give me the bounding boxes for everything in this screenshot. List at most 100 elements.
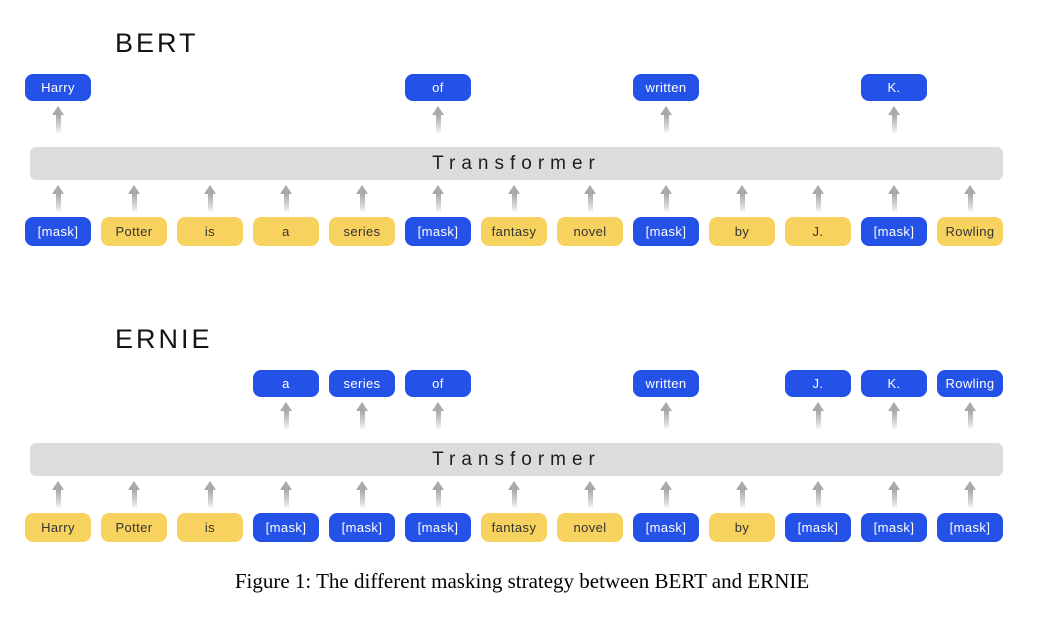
arrow-stem — [435, 489, 441, 509]
arrow-stem — [739, 489, 745, 509]
grid-cell: written — [633, 74, 699, 101]
arrow-stem — [891, 193, 897, 213]
grid-cell — [101, 401, 167, 431]
grid-cell — [177, 401, 243, 431]
up-arrow-icon — [356, 184, 368, 213]
predicted-token: series — [329, 370, 395, 397]
grid-cell: [mask] — [25, 217, 91, 246]
arrow-head — [356, 480, 368, 490]
arrow-head — [660, 480, 672, 490]
grid-cell — [481, 74, 547, 101]
grid-cell — [785, 480, 851, 509]
grid-cell: is — [177, 217, 243, 246]
arrow-stem — [283, 411, 289, 430]
arrow-head — [888, 184, 900, 194]
predicted-token: of — [405, 74, 471, 101]
arrow-head — [432, 402, 444, 411]
up-arrow-icon — [432, 402, 444, 430]
up-arrow-icon — [204, 480, 216, 509]
grid-cell — [709, 401, 775, 431]
arrow-head — [888, 480, 900, 490]
arrow-head — [432, 184, 444, 194]
grid-cell — [177, 74, 243, 101]
arrow-stem — [587, 193, 593, 213]
token-label: [mask] — [341, 520, 383, 535]
arrow-stem — [815, 193, 821, 213]
arrow-stem — [967, 411, 973, 430]
arrow-head — [736, 480, 748, 490]
grid-cell: [mask] — [633, 217, 699, 246]
arrow-stem — [967, 193, 973, 213]
arrow-stem — [663, 489, 669, 509]
token-label: J. — [812, 376, 824, 391]
arrow-stem — [131, 489, 137, 509]
arrow-head — [432, 106, 444, 115]
token-label: fantasy — [491, 224, 537, 239]
arrow-head — [888, 106, 900, 115]
arrow-stem — [131, 193, 137, 213]
up-arrow-icon — [204, 184, 216, 213]
input-token: [mask] — [937, 513, 1003, 542]
input-token: novel — [557, 217, 623, 246]
token-label: series — [343, 224, 381, 239]
transformer-label: Transformer — [432, 448, 601, 470]
arrow-stem — [283, 193, 289, 213]
token-label: is — [204, 224, 216, 239]
token-label: Potter — [115, 520, 153, 535]
arrow-head — [584, 184, 596, 194]
token-label: Harry — [41, 520, 75, 535]
grid-cell — [253, 184, 319, 213]
grid-cell: series — [329, 217, 395, 246]
grid-cell — [253, 480, 319, 509]
grid-cell: series — [329, 370, 395, 397]
up-arrow-icon — [812, 184, 824, 213]
arrow-head — [128, 184, 140, 194]
input-token: [mask] — [405, 217, 471, 246]
grid-cell — [481, 105, 547, 135]
input-token: [mask] — [785, 513, 851, 542]
grid-cell — [709, 184, 775, 213]
grid-cell — [937, 105, 1003, 135]
up-arrow-icon — [432, 184, 444, 213]
up-arrow-icon — [888, 106, 900, 134]
token-label: a — [282, 224, 290, 239]
up-arrow-icon — [812, 402, 824, 430]
arrow-head — [660, 402, 672, 411]
token-label: Rowling — [945, 224, 995, 239]
arrow-head — [280, 402, 292, 411]
arrow-stem — [435, 411, 441, 430]
token-label: novel — [573, 520, 607, 535]
grid-cell — [557, 401, 623, 431]
arrow-head — [52, 480, 64, 490]
grid-cell — [709, 370, 775, 397]
up-arrow-icon — [888, 184, 900, 213]
arrow-stem — [587, 489, 593, 509]
grid-cell — [405, 184, 471, 213]
input-arrow-row — [25, 480, 1003, 509]
grid-cell — [101, 105, 167, 135]
input-token: [mask] — [633, 217, 699, 246]
grid-cell: [mask] — [633, 513, 699, 542]
predicted-token: a — [253, 370, 319, 397]
grid-cell — [937, 184, 1003, 213]
arrow-stem — [435, 115, 441, 134]
up-arrow-icon — [356, 402, 368, 430]
arrow-stem — [891, 411, 897, 430]
transformer-bar: Transformer — [30, 147, 1003, 180]
up-arrow-icon — [964, 402, 976, 430]
up-arrow-icon — [736, 480, 748, 509]
grid-cell — [177, 184, 243, 213]
up-arrow-icon — [280, 402, 292, 430]
grid-cell — [785, 401, 851, 431]
figure-caption: Figure 1: The different masking strategy… — [234, 569, 810, 593]
grid-cell — [557, 184, 623, 213]
arrow-stem — [55, 193, 61, 213]
grid-cell — [101, 74, 167, 101]
input-token: Harry — [25, 513, 91, 542]
section-title: ERNIE — [115, 324, 213, 354]
grid-cell — [329, 74, 395, 101]
up-arrow-icon — [584, 480, 596, 509]
